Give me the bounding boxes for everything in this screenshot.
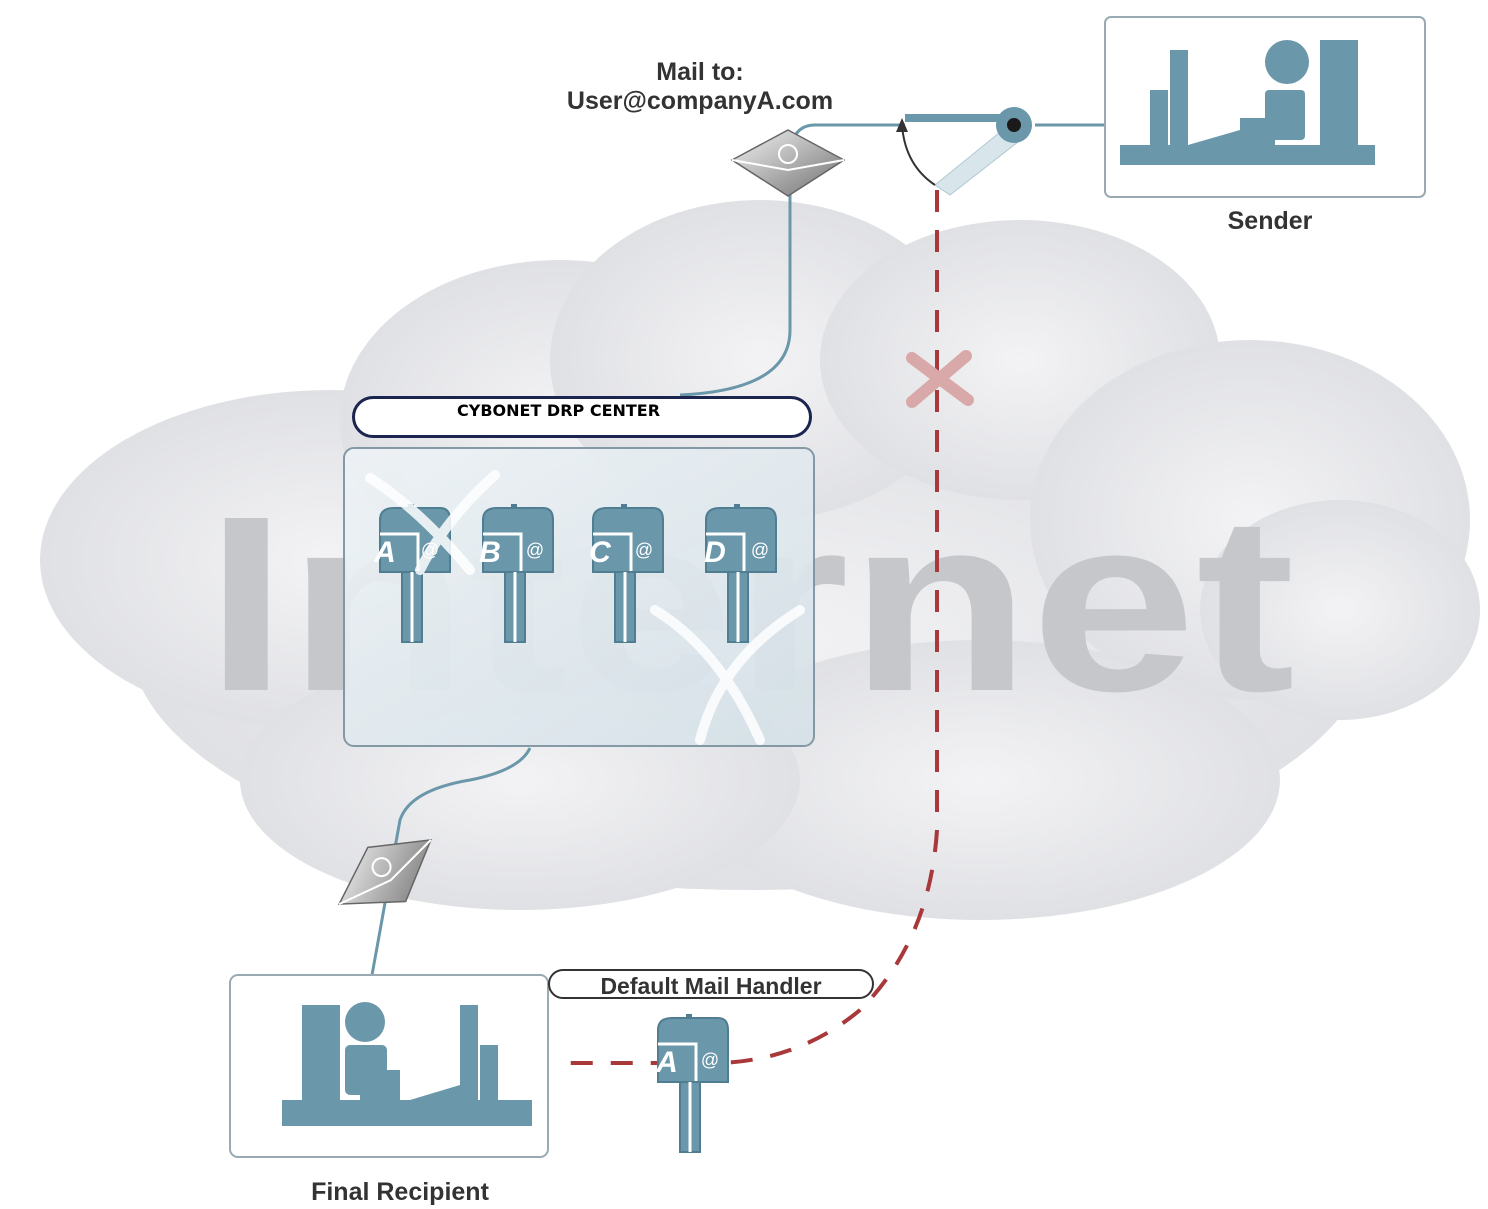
svg-text:@: @	[526, 540, 544, 560]
mailbox-b-icon: B @	[479, 502, 555, 644]
svg-text:A: A	[655, 1046, 678, 1079]
sender-connection-line	[679, 123, 1105, 397]
envelope-icon	[731, 129, 845, 197]
recipient-computer-user-icon	[229, 974, 549, 1158]
default-handler-mailbox-icon: A @	[655, 1012, 730, 1154]
mail-to-label: Mail to: User@companyA.com	[500, 58, 900, 116]
svg-text:@: @	[701, 1050, 719, 1070]
sender-computer-user-icon	[1104, 16, 1426, 198]
recipient-connection-line	[370, 747, 532, 976]
final-recipient-label: Final Recipient	[311, 1178, 489, 1206]
failed-delivery-path	[560, 190, 939, 1065]
broken-link-icon	[365, 470, 805, 745]
mailbox-c-icon: C @	[589, 502, 665, 644]
svg-text:@: @	[751, 540, 769, 560]
svg-text:B: B	[479, 536, 501, 569]
mailbox-d-icon: D @	[704, 502, 778, 644]
drp-center-label: CYBONET DRP CENTER	[352, 396, 812, 438]
svg-text:C: C	[589, 536, 612, 569]
svg-text:@: @	[635, 540, 653, 560]
switch-icon	[896, 107, 1032, 196]
svg-text:D: D	[704, 536, 726, 569]
sender-label: Sender	[1227, 207, 1313, 235]
mail-to-address: User@companyA.com	[566, 87, 834, 115]
drp-center-panel	[343, 447, 815, 747]
svg-text:A: A	[373, 536, 396, 569]
mail-to-heading: Mail to:	[656, 58, 744, 86]
x-mark-icon	[906, 350, 974, 408]
default-mail-handler-label: Default Mail Handler	[548, 969, 874, 999]
